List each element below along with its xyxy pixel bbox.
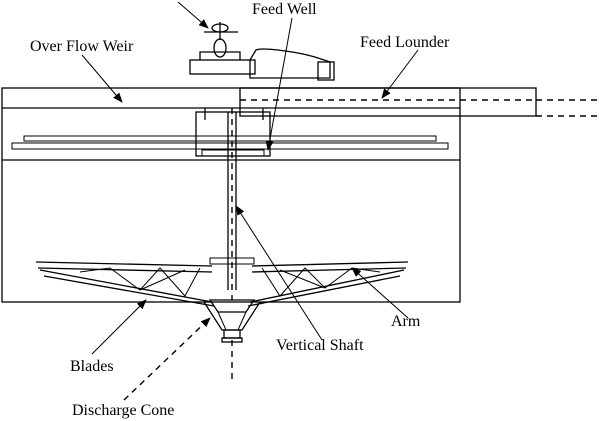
discharge-cone-label: Discharge Cone: [72, 402, 174, 419]
arm-label: Arm: [391, 313, 421, 330]
feed-well: [195, 108, 271, 157]
tank-body: [1, 87, 461, 303]
vertical-shaft-label: Vertical Shaft: [276, 337, 364, 354]
feed-well-label: Feed Well: [252, 1, 317, 18]
leader-lines: [81, 1, 419, 401]
drive-mechanism: [189, 22, 335, 81]
rake-arms: [35, 257, 409, 313]
vertical-shaft: [227, 108, 237, 380]
feed-launder-pipe: [239, 87, 598, 117]
feed-launder-label: Feed Lounder: [360, 34, 450, 51]
over-flow-weir-label: Over Flow Weir: [30, 38, 134, 55]
discharge-cone: [203, 301, 261, 343]
blades-label: Blades: [70, 358, 114, 375]
